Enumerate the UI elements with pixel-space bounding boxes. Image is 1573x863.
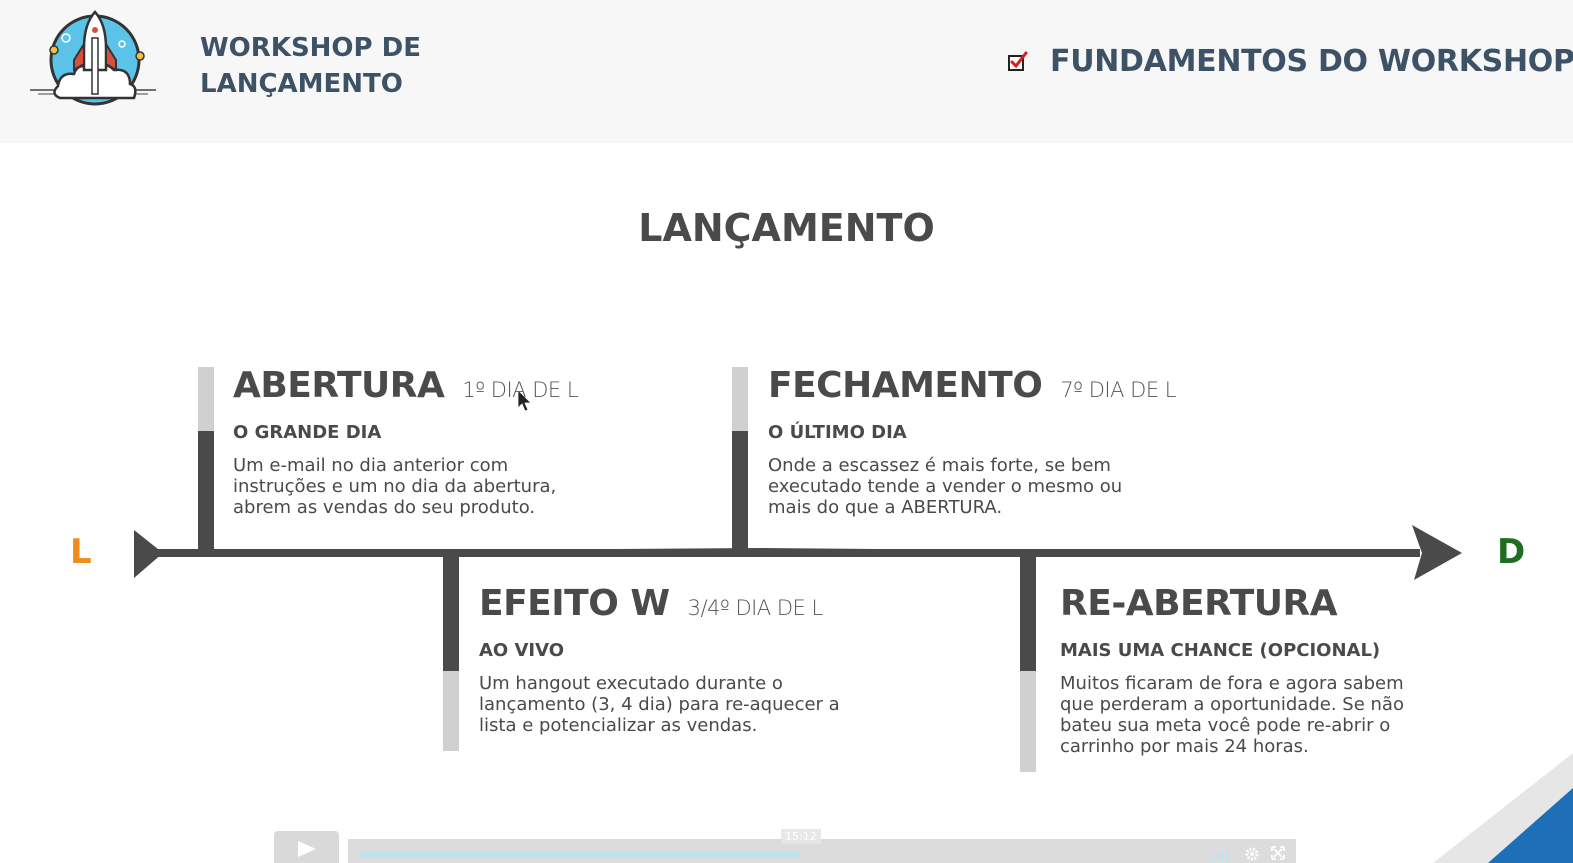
timeline-start-label: L xyxy=(70,532,92,572)
seek-bar-progress xyxy=(360,852,800,858)
marker-re-abertura xyxy=(1020,553,1036,772)
milestone-description: Onde a escassez é mais forte, se bem exe… xyxy=(768,455,1176,518)
description-line: carrinho por mais 24 horas. xyxy=(1060,736,1309,757)
milestone-abertura: ABERTURA 1º DIA DE L O GRANDE DIA Um e-ma… xyxy=(233,365,579,518)
timeline-tail xyxy=(134,530,163,578)
description-line: instruções e um no dia da abertura, xyxy=(233,476,557,497)
brand-line-2: LANÇAMENTO xyxy=(200,69,403,99)
milestone-description: Um hangout executado durante o lançament… xyxy=(479,673,840,736)
milestone-title: ABERTURA xyxy=(233,365,445,406)
marker-abertura xyxy=(198,367,214,553)
play-icon xyxy=(298,841,316,857)
marker-efeito-w xyxy=(443,553,459,751)
milestone-subtitle: O GRANDE DIA xyxy=(233,422,382,443)
brand-title: WORKSHOP DE LANÇAMENTO xyxy=(200,30,421,102)
video-controls: 15:12 xyxy=(274,829,1296,863)
description-line: Muitos ficaram de fora e agora sabem xyxy=(1060,673,1404,694)
milestone-re-abertura: RE-ABERTURA MAIS UMA CHANCE (OPCIONAL) M… xyxy=(1060,583,1404,757)
milestone-day: 1º DIA DE L xyxy=(462,378,579,402)
description-line: bateu sua meta você pode re-abrir o xyxy=(1060,715,1391,736)
milestone-title: EFEITO W xyxy=(479,583,670,624)
milestone-subtitle: O ÚLTIMO DIA xyxy=(768,422,907,443)
marker-fechamento xyxy=(732,367,748,551)
milestone-description: Muitos ficaram de fora e agora sabem que… xyxy=(1060,673,1404,757)
milestone-title: RE-ABERTURA xyxy=(1060,583,1338,624)
description-line: mais do que a ABERTURA. xyxy=(768,497,1003,518)
fullscreen-icon[interactable] xyxy=(1271,846,1285,860)
milestone-day: 3/4º DIA DE L xyxy=(687,596,824,620)
description-line: lista e potencializar as vendas. xyxy=(479,715,758,736)
milestone-day: 7º DIA DE L xyxy=(1060,378,1176,402)
milestone-efeito-w: EFEITO W 3/4º DIA DE L AO VIVO Um hangout… xyxy=(479,583,840,736)
milestone-title: FECHAMENTO xyxy=(768,365,1043,406)
timeline-end-label: D xyxy=(1497,532,1526,572)
slide-title: LANÇAMENTO xyxy=(638,206,935,250)
description-line: abrem as vendas do seu produto. xyxy=(233,497,536,518)
description-line: Um hangout executado durante o xyxy=(479,673,783,694)
milestone-subtitle: AO VIVO xyxy=(479,640,565,661)
gear-icon[interactable] xyxy=(1244,846,1260,862)
seek-bar[interactable] xyxy=(348,839,1296,863)
milestone-description: Um e-mail no dia anterior com instruções… xyxy=(233,455,578,518)
time-tooltip: 15:12 xyxy=(781,829,821,844)
description-line: Um e-mail no dia anterior com xyxy=(233,455,509,476)
description-line: executado tende a vender o mesmo ou xyxy=(768,476,1123,497)
description-line: Onde a escassez é mais forte, se bem xyxy=(768,455,1111,476)
description-line: que perderam a oportunidade. Se não xyxy=(1060,694,1404,715)
rocket-logo-icon xyxy=(30,10,156,106)
corner-decoration xyxy=(1433,753,1573,863)
description-line: lançamento (3, 4 dia) para re-aquecer a xyxy=(479,694,840,715)
section-title: FUNDAMENTOS DO WORKSHOP xyxy=(1050,44,1573,79)
milestone-fechamento: FECHAMENTO 7º DIA DE L O ÚLTIMO DIA Onde … xyxy=(768,365,1176,518)
volume-icon[interactable] xyxy=(1210,847,1234,861)
timeline-arrowhead xyxy=(1412,525,1462,580)
milestone-subtitle: MAIS UMA CHANCE (OPCIONAL) xyxy=(1060,640,1381,661)
brand-line-1: WORKSHOP DE xyxy=(200,33,421,63)
header: WORKSHOP DE LANÇAMENTO FUNDAMENTOS DO WO… xyxy=(0,0,1573,143)
checkbox-checked-icon xyxy=(1008,51,1028,71)
play-button[interactable] xyxy=(274,831,339,863)
